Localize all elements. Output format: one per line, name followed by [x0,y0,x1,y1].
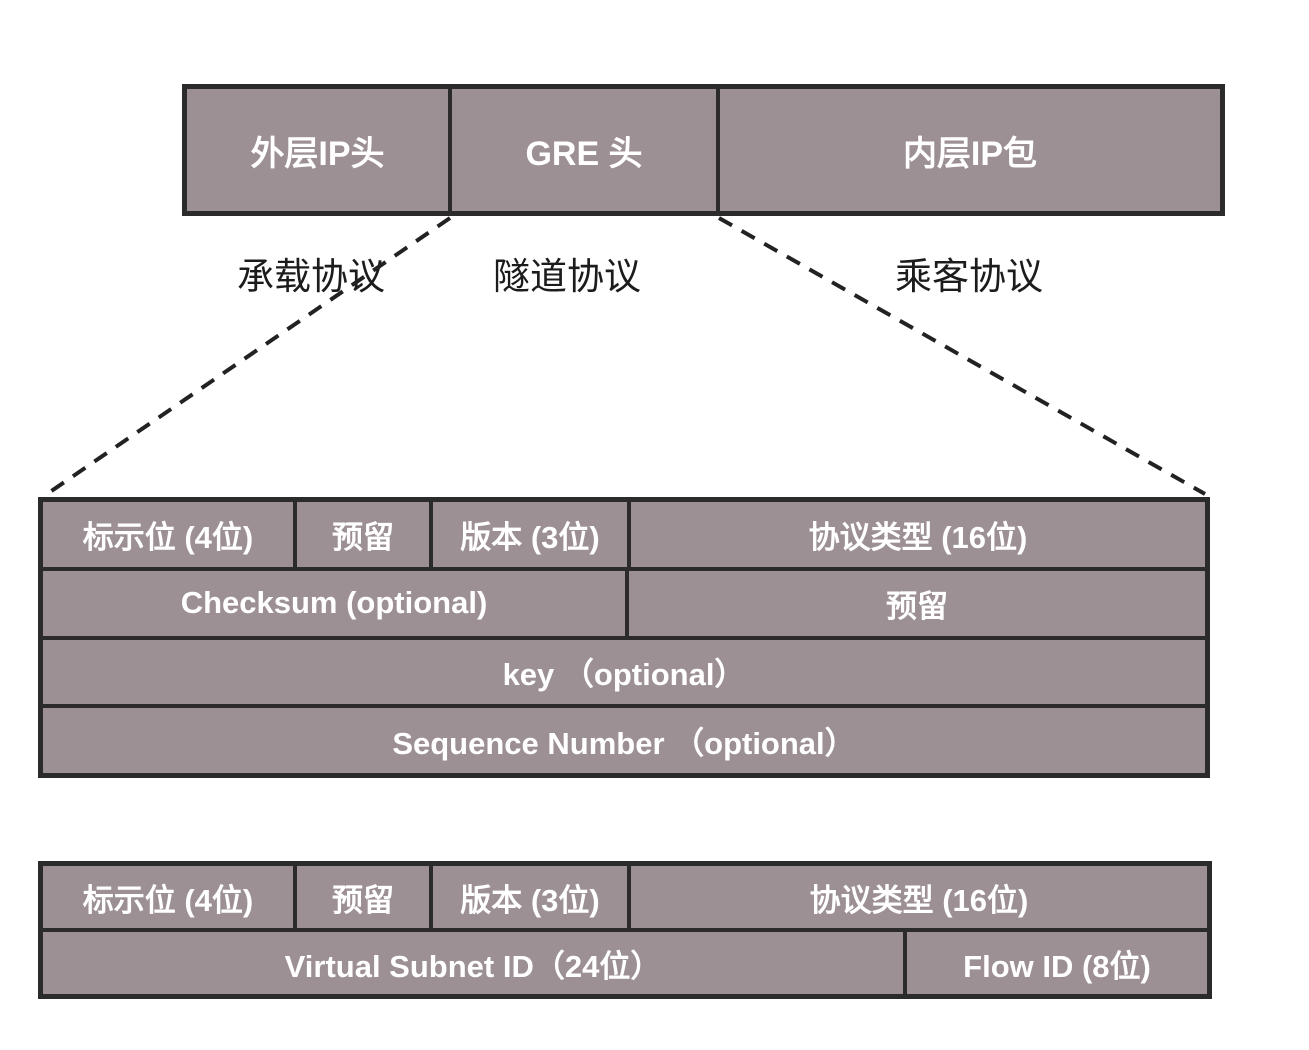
label-carrier-protocol: 承载协议 [237,256,385,297]
nvgre-reserved-cell: 预留 [297,866,429,928]
nvgre-virtual-subnet-id-cell: Virtual Subnet ID（24位） [43,932,903,994]
nvgre-header-table: 标示位 (4位) 预留 版本 (3位) 协议类型 (16位) Virtual S… [38,861,1212,999]
nvgre-version-cell: 版本 (3位) [433,866,627,928]
label-tunnel-protocol: 隧道协议 [493,256,641,297]
packet-overview-row: 外层IP头 GRE 头 内层IP包 [187,89,1220,211]
gre-header-row-1: 标示位 (4位) 预留 版本 (3位) 协议类型 (16位) [43,502,1205,567]
nvgre-flags-cell: 标示位 (4位) [43,866,293,928]
segment-outer-ip-header: 外层IP头 [187,89,448,211]
gre-header-row-4: Sequence Number （optional） [43,708,1205,773]
gre-header-table: 标示位 (4位) 预留 版本 (3位) 协议类型 (16位) Checksum … [38,497,1210,778]
gre-sequence-number-cell: Sequence Number （optional） [43,708,1205,773]
gre-header-row-3: key （optional） [43,639,1205,705]
packet-overview-strip: 外层IP头 GRE 头 内层IP包 [182,84,1225,216]
segment-gre-header: GRE 头 [452,89,716,211]
gre-flags-cell: 标示位 (4位) [43,502,293,567]
gre-reserved-cell: 预留 [297,502,429,567]
gre-reserved2-cell: 预留 [629,570,1205,636]
segment-inner-ip-packet: 内层IP包 [720,89,1220,211]
nvgre-header-row-2: Virtual Subnet ID（24位） Flow ID (8位) [43,932,1207,994]
nvgre-header-row-1: 标示位 (4位) 预留 版本 (3位) 协议类型 (16位) [43,866,1207,928]
nvgre-flow-id-cell: Flow ID (8位) [907,932,1207,994]
label-passenger-protocol: 乘客协议 [895,256,1043,297]
gre-checksum-cell: Checksum (optional) [43,570,625,636]
gre-protocol-type-cell: 协议类型 (16位) [631,502,1205,567]
gre-header-row-2: Checksum (optional) 预留 [43,570,1205,636]
gre-version-cell: 版本 (3位) [433,502,627,567]
nvgre-protocol-type-cell: 协议类型 (16位) [631,866,1207,928]
gre-key-cell: key （optional） [43,639,1205,705]
